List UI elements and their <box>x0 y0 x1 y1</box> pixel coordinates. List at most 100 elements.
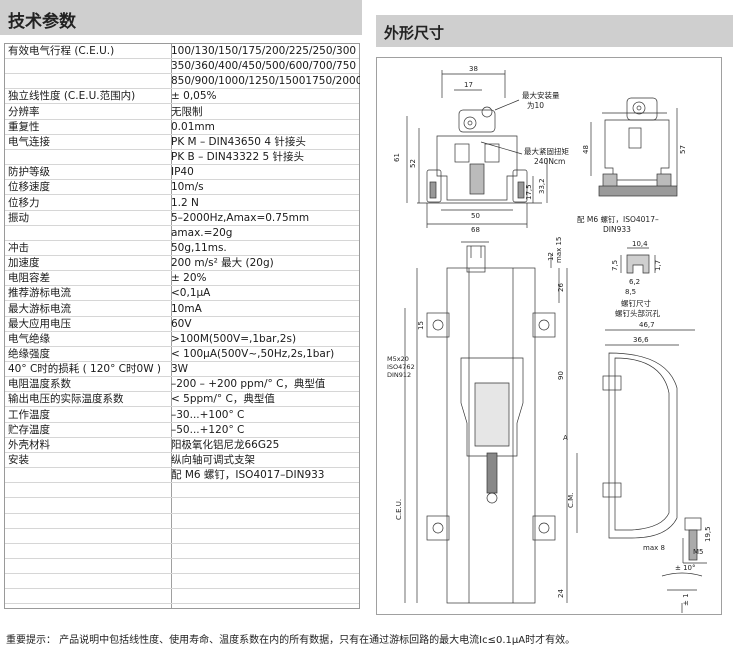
spec-row: 工作温度 –30...+100° C <box>5 408 359 423</box>
spec-label: 最大应用电压 <box>8 317 71 330</box>
dim-m5: M5 <box>693 548 704 556</box>
counterbore-note-2: 螺钉头部沉孔 <box>615 308 660 318</box>
dim-19-5: 19,5 <box>704 526 712 542</box>
screw-note: 配 M6 螺钉，ISO4017– <box>577 214 659 224</box>
dimension-drawing: 38 17 最大安装量 为10 最大紧固扭矩 240Ncm 61 52 33,2… <box>387 65 712 613</box>
spec-value: 阳极氧化铝尼龙66G25 <box>171 438 280 451</box>
dim-6-2: 6,2 <box>629 278 640 286</box>
dim-26: 26 <box>557 283 565 292</box>
side-view-labels: 48 57 配 M6 螺钉，ISO4017– DIN933 <box>577 145 687 234</box>
dim-pm1: ± 1 <box>682 593 690 606</box>
dim-8-5: 8,5 <box>625 288 636 296</box>
important-note: 重要提示： 产品说明中包括线性度、使用寿命、温度系数在内的所有数据，只有在通过游… <box>6 635 576 646</box>
end-view-labels: 38 17 最大安装量 为10 最大紧固扭矩 240Ncm 61 52 33,2… <box>393 65 569 234</box>
spec-row <box>5 574 359 590</box>
spec-label: 位移速度 <box>8 181 50 194</box>
counterbore-note: 螺钉尺寸 <box>621 298 651 308</box>
spec-section-header: 技术参数 <box>0 0 362 35</box>
spec-label: 加速度 <box>8 257 40 270</box>
spec-value: 无限制 <box>171 105 203 118</box>
spec-value: 10m/s <box>171 181 204 194</box>
spec-table: 有效电气行程 (C.E.U.)100/130/150/175/200/225/2… <box>4 43 360 609</box>
spec-value: 850/900/1000/1250/15001750/2000 <box>171 75 360 88</box>
spec-value: 50g,11ms. <box>171 241 227 254</box>
dim-33-2: 33,2 <box>538 178 546 194</box>
spec-row: amax.=20g <box>5 226 359 241</box>
dim-90: 90 <box>557 371 565 380</box>
dim-7-5: 7,5 <box>611 260 619 271</box>
dim-24: 24 <box>557 589 565 598</box>
spec-value: 0.01mm <box>171 120 215 133</box>
spec-value: PK M – DIN43650 4 针接头 <box>171 135 306 148</box>
dim-10-4: 10,4 <box>632 240 648 248</box>
bolt-spec-3: DIN912 <box>387 371 411 379</box>
spec-label: 贮存温度 <box>8 423 50 436</box>
spec-label: 电阻温度系数 <box>8 378 71 391</box>
spec-label: 振动 <box>8 211 29 224</box>
spec-value: >100M(500V=,1bar,2s) <box>171 332 297 345</box>
spec-label: 工作温度 <box>8 408 50 421</box>
spec-value: IP40 <box>171 166 194 179</box>
dim-ceu: C.E.U. <box>395 499 403 520</box>
spec-label: 电气绝缘 <box>8 332 50 345</box>
side-view-drawing <box>590 97 678 197</box>
spec-value: 5–2000Hz,Amax=0.75mm <box>171 211 310 224</box>
spec-row <box>5 483 359 499</box>
dimension-drawing-panel: 38 17 最大安装量 为10 最大紧固扭矩 240Ncm 61 52 33,2… <box>376 57 722 615</box>
cross-section-drawing <box>620 247 656 274</box>
dim-52: 52 <box>409 159 417 168</box>
spec-label: 输出电压的实际温度系数 <box>8 393 124 406</box>
dim-17: 17 <box>464 81 473 89</box>
spec-label: 推荐游标电流 <box>8 287 71 300</box>
dim-46-7: 46,7 <box>639 321 655 329</box>
spec-row: 分辨率 无限制 <box>5 105 359 120</box>
spec-row: PK B – DIN43322 5 针接头 <box>5 150 359 166</box>
bolt-spec: M5x20 <box>387 355 409 363</box>
spec-value: –30...+100° C <box>171 408 245 421</box>
carriage-side-labels: 46,7 36,6 19,5 max 8 M5 ± 10° ± 1 <box>633 321 712 606</box>
end-view-drawing <box>406 70 548 228</box>
spec-value: < 100μA(500V~,50Hz,2s,1bar) <box>171 348 335 360</box>
spec-value: –50...+120° C <box>171 423 245 436</box>
spec-row: 贮存温度 –50...+120° C <box>5 423 359 438</box>
spec-value: 200 m/s² 最大 (20g) <box>171 257 274 270</box>
carriage-side-drawing <box>602 329 707 613</box>
cross-section-labels: 10,4 7,5 1,7 6,2 8,5 螺钉尺寸 螺钉头部沉孔 <box>611 240 662 318</box>
spec-row: 350/360/400/450/500/600/700/750 <box>5 59 359 75</box>
spec-value: 纵向轴可调式支架 <box>171 454 255 467</box>
dim-angle: ± 10° <box>675 564 696 572</box>
spec-row <box>5 559 359 575</box>
spec-value: 10mA <box>171 302 202 315</box>
spec-label: 绝缘强度 <box>8 348 50 360</box>
spec-label: 外壳材料 <box>8 438 50 451</box>
spec-row: 电气连接 PK M – DIN43650 4 针接头 <box>5 135 359 150</box>
spec-label: 位移力 <box>8 196 40 209</box>
spec-label: 冲击 <box>8 241 29 254</box>
spec-row: 配 M6 螺钉，ISO4017–DIN933 <box>5 468 359 484</box>
dim-57: 57 <box>679 145 687 154</box>
spec-value: ± 20% <box>171 272 207 285</box>
spec-value: PK B – DIN43322 5 针接头 <box>171 151 304 164</box>
screw-note-2: DIN933 <box>603 225 631 234</box>
spec-label: 40° C时的损耗 ( 120° C时0W ) <box>8 363 162 376</box>
spec-row <box>5 514 359 529</box>
spec-row: 电阻容差± 20% <box>5 271 359 287</box>
spec-label: 安装 <box>8 454 29 467</box>
max-torque-note: 最大紧固扭矩 <box>524 146 569 156</box>
spec-value: 100/130/150/175/200/225/250/300 <box>171 45 357 57</box>
spec-row <box>5 529 359 544</box>
dimension-section-header: 外形尺寸 <box>376 15 733 47</box>
spec-label: 电气连接 <box>8 135 50 148</box>
dim-max8: max 8 <box>643 544 665 552</box>
top-view-labels: max 15 12 26 15 M5x20 ISO4762 DIN912 90 … <box>387 237 575 598</box>
spec-row <box>5 499 359 514</box>
spec-label: 分辨率 <box>8 105 40 118</box>
spec-value: 3W <box>171 363 189 376</box>
spec-value: amax.=20g <box>171 226 233 239</box>
dimension-section-title: 外形尺寸 <box>384 24 445 42</box>
spec-value: <0,1μA <box>171 287 211 300</box>
spec-row: 外壳材料 阳极氧化铝尼龙66G25 <box>5 438 359 453</box>
spec-row <box>5 544 359 559</box>
